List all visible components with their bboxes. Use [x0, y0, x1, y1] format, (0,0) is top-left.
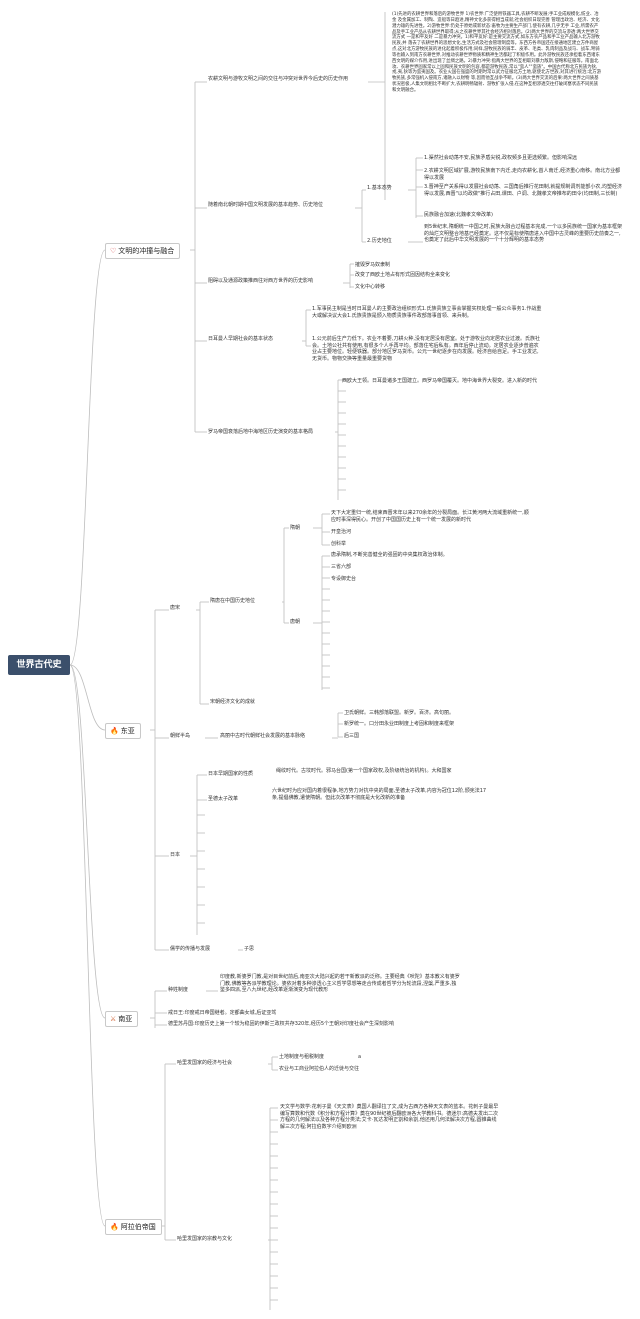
list-item: 三省六部	[331, 564, 352, 570]
node-japan-early-state-text: 绳纹时代。古坟时代。邪马台国(第一个国家政权,及阶级统治的机构)。大和国家	[276, 768, 452, 774]
fire-icon: 🔥	[110, 727, 119, 735]
node-korea[interactable]: 朝鲜半岛	[170, 733, 191, 739]
heart-icon: ♡	[110, 247, 117, 255]
connector-line	[69, 664, 106, 1019]
list-item: 新罗统一。口分田永业田制度上考固和制度来框架	[344, 721, 455, 727]
list-item: 开皇治河	[331, 529, 352, 535]
root-node[interactable]: 世界古代史	[8, 655, 70, 675]
node-delhi-sultanate[interactable]: 德里苏丹国:印度历史上第一个较为稳固的伊斯兰政权共存320年,经历5个王朝对印度…	[168, 1021, 395, 1027]
category-collision-fusion[interactable]: ♡文明的冲撞与融合	[105, 243, 181, 259]
list-item: 1.军事民主制是当时日耳曼人的主要政治组织形式1.氏族贵族立事会掌握实权处理一般…	[312, 306, 542, 319]
node-migration-impact[interactable]: 阻碍以及通源政策推西往对西方世界的历史影响	[208, 278, 314, 284]
node-caliphate-religion-culture[interactable]: 哈里发国家的宗教与文化	[177, 1236, 233, 1242]
node-confucianism[interactable]: 儒学的传播与发展	[170, 946, 211, 952]
node-song-economy[interactable]: 宋朝经济文化的成就	[210, 699, 256, 705]
node-north-south-dynasties[interactable]: 随着南北朝时期中国文明发展的基本趋势、历史地位	[208, 202, 324, 208]
list-item: 土地制度与租税制度	[279, 1054, 325, 1060]
list-item: 专设御史台	[331, 576, 357, 582]
connector-line	[69, 664, 106, 731]
list-item: 创科举	[331, 541, 347, 547]
node-korea-medieval[interactable]: 高丽中古时代朝鲜社会发展的基本脉络	[220, 733, 306, 739]
node-shotoku-reform[interactable]: 圣德太子改革	[208, 796, 239, 802]
connector-line	[69, 664, 106, 1227]
node-caliphate-economy[interactable]: 哈里发国家的经济与社会	[177, 1060, 233, 1066]
list-item: 民族融合加速(北魏孝文帝改革)	[424, 212, 493, 218]
connector-line	[69, 249, 106, 666]
list-item: 摧毁罗马奴隶制	[355, 262, 391, 268]
list-item: 1.渠然社会动荡不安,民族矛盾尖锐,政权频多且更选频繁。但影响深远	[424, 155, 577, 161]
list-item: 子思	[244, 946, 255, 952]
node-nomad-farming-interaction[interactable]: 农耕文明与游牧文明之间的交往与冲突对世界今后史的历史作用	[208, 76, 349, 82]
node-basic-trend[interactable]: 1.基本态势	[367, 185, 392, 191]
node-sui-dynasty[interactable]: 隋朝	[290, 525, 301, 531]
node-nomad-farming-text: (1)先进的农耕世界和落后的游牧世界 1)农世界:广泛使用铁器工具,农耕不断发展…	[392, 12, 602, 93]
side-note: a	[358, 1054, 362, 1060]
list-item: 文化中心转移	[355, 284, 386, 290]
list-item: 唐承隋制,不断完善健全的强固的中央集权政治体制。	[331, 552, 448, 558]
node-caste-system-text: 印度教,新婆罗门教,是对目世纪前后,南亚次大陆兴起的若干新教派的泛称。主要经典《…	[220, 974, 460, 994]
node-japan-early-state[interactable]: 日本早期国家的性质	[208, 771, 254, 777]
crossed-swords-icon: ⚔	[110, 1015, 117, 1023]
node-sui-tang-position[interactable]: 隋唐在中国历史地位	[210, 598, 256, 604]
list-item: 1.公元前后生产力低下。农业不着要,刀耕火种,没有定居没有居室。处于游牧业向定居…	[312, 336, 540, 362]
list-item: 改变了西欧土地占有形式固因结构全来变化	[355, 272, 451, 278]
list-item: 农业与工商业阿拉伯人的迁徙与交往	[279, 1066, 360, 1072]
node-historical-position[interactable]: 2.历史地位	[367, 238, 392, 244]
node-tang-dynasty[interactable]: 唐朝	[290, 619, 301, 625]
fire-icon: 🔥	[110, 1223, 119, 1231]
node-shotoku-reform-text: 六世纪时为应对国内着很程争,地方势力对抗中央的局面,圣德太子改革,内容为冠位12…	[272, 788, 487, 801]
node-post-rome-pattern[interactable]: 罗马帝国衰落后地中海地区历史演变的基本格局	[208, 429, 314, 435]
node-tang-song[interactable]: 唐宋	[170, 605, 181, 611]
list-item: 后三国	[344, 733, 360, 739]
category-east-asia[interactable]: 🔥东亚	[105, 723, 141, 739]
list-item: 3.晋神至产关系得以发展社会动荡、三国角后推行花田制,就提规制调剂能部小农,均塑…	[424, 184, 622, 197]
list-item: 卫氏朝鲜。三韩部落联盟。新罗。百济。高句丽。	[344, 710, 455, 716]
list-item: 2.农耕文明区域扩展,游牧民族南下内迁,走向农耕化,首人南迁,经济重心南移。南北…	[424, 168, 621, 181]
node-caste-system[interactable]: 种姓制度	[168, 987, 189, 993]
category-south-asia[interactable]: ⚔南亚	[105, 1011, 139, 1027]
category-arab-empire[interactable]: 🔥阿拉伯帝国	[105, 1219, 162, 1235]
node-harsha[interactable]: 戒日王:印度戒日帝国继者。定都曲女城,后证亚驾	[168, 1010, 277, 1016]
node-astronomy-math-text: 天文学与数学:花刺子曼《天文表》奠国人翻译拉了文,成为古西方各种天文表的蓝本。花…	[280, 1104, 499, 1130]
node-germanic-society[interactable]: 日耳曼人早期社会的基本状态	[208, 336, 274, 342]
list-item: 西欧大王领。日耳曼诸多王国建立。西罗马帝国覆灭。地中海世界大裂变。进入新的时代	[342, 378, 538, 384]
node-japan[interactable]: 日本	[170, 852, 181, 858]
node-historical-position-text: 到5世纪末,隋朝统一中国之时,民族大融合过程基本完成,一个以多民族统一国家为基本…	[424, 224, 622, 244]
list-item: 天下大定重归一统,结束西晋末年以来270余年的分裂局面。长江黄河两大流域重新统一…	[331, 510, 529, 523]
